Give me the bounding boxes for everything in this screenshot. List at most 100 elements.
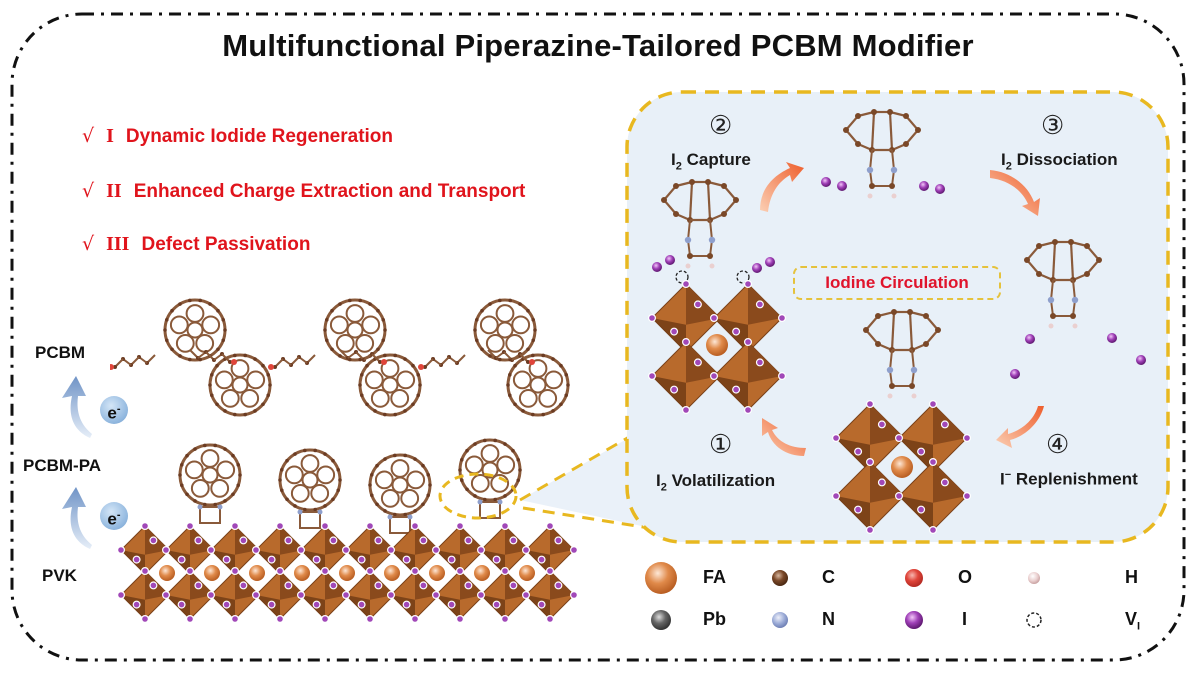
iodine-atom (1010, 369, 1020, 379)
piperazine-dissociation (1024, 239, 1102, 329)
iodide-atom (709, 372, 718, 381)
iodide-atom (276, 567, 285, 576)
legend-label-i: I (962, 609, 968, 629)
iodide-atom (670, 385, 679, 394)
fa-cation (159, 565, 175, 581)
iodide-atom (928, 525, 937, 534)
iodide-atom (755, 358, 764, 367)
iodide-vacancy (736, 270, 750, 284)
iodide-atom (940, 420, 949, 429)
iodide-atom (447, 600, 456, 609)
iodide-atom (321, 567, 330, 576)
iodide-atom (492, 555, 501, 564)
iodide-atom (402, 555, 411, 564)
legend-label-fa: FA (703, 567, 727, 587)
iodide-atom (732, 385, 741, 394)
iodide-atom (411, 567, 420, 576)
iodide-atom (239, 536, 248, 545)
iodide-atom (877, 420, 886, 429)
iodine-atom (665, 255, 675, 265)
iodide-atom (297, 591, 306, 600)
i2-molecule (837, 181, 847, 191)
fa-cation (249, 565, 265, 581)
iodide-atom (546, 522, 555, 531)
roman-numeral: III (106, 233, 130, 255)
legend-oxygen-icon (905, 569, 923, 587)
iodide-atom (522, 591, 531, 600)
iodide-atom (501, 567, 510, 576)
iodide-atom (132, 555, 141, 564)
step-number-3: ③ (1041, 111, 1065, 141)
iodine-atom (1136, 355, 1146, 365)
iodide-atom (570, 591, 579, 600)
pcbm-fullerene (358, 353, 422, 417)
iodide-atom (239, 581, 248, 590)
pcbm-pa-fullerene (178, 443, 242, 507)
fa-cation (519, 565, 535, 581)
iodide-atom (267, 555, 276, 564)
i2-molecule (919, 181, 929, 191)
pvk-octahedron (206, 522, 264, 579)
iodide-atom (501, 615, 510, 624)
iodide-atom (546, 567, 555, 576)
legend-label-n: N (822, 609, 835, 629)
iodide-atom (366, 567, 375, 576)
iodide-atom (402, 600, 411, 609)
iodide-atom (894, 492, 903, 501)
iodide-atom (464, 581, 473, 590)
iodide-atom (194, 581, 203, 590)
legend-label-vi: VI (1125, 609, 1141, 633)
iodide-atom (962, 434, 971, 443)
pvk-octahedron (252, 567, 309, 624)
pvk-octahedron (522, 567, 579, 624)
iodide-atom (419, 536, 428, 545)
iodide-atom (374, 581, 383, 590)
iodide-atom (755, 300, 764, 309)
iodide-atom (222, 555, 231, 564)
perovskite-octahedron (894, 400, 971, 477)
iodide-atom (342, 546, 351, 555)
iodide-atom (312, 600, 321, 609)
iodine-circulation-label: Iodine Circulation (793, 266, 1001, 300)
pcbm-perovskite-illustration (110, 298, 579, 624)
iodide-atom (141, 567, 150, 576)
iodide-atom (831, 434, 840, 443)
iodide-atom (456, 567, 465, 576)
iodide-atom (419, 581, 428, 590)
iodide-atom (854, 447, 863, 456)
iodide-atom (928, 458, 937, 467)
iodide-atom (865, 458, 874, 467)
iodide-atom (276, 522, 285, 531)
pcbm-side-chain (189, 349, 237, 365)
iodide-atom (928, 400, 937, 409)
piperazine-anchor (197, 504, 223, 524)
iodide-atom (149, 581, 158, 590)
iodide-atom (297, 546, 306, 555)
iodide-atom (477, 591, 486, 600)
pcbm-side-chain (339, 349, 387, 365)
i2-molecule (935, 184, 945, 194)
pcbm-side-chain (110, 354, 156, 370)
iodine-atom (1025, 334, 1035, 344)
iodide-atom (161, 546, 170, 555)
arrow-icon-to-capture (760, 162, 804, 212)
perovskite-octahedron (647, 280, 724, 357)
check-icon: √ (82, 125, 95, 147)
iodide-atom (537, 600, 546, 609)
fa-cation (474, 565, 490, 581)
legend-label-h: H (1125, 567, 1138, 587)
iodide-atom (321, 615, 330, 624)
iodide-atom (374, 536, 383, 545)
arrow-icon-to-dissociation (990, 170, 1040, 216)
piperazine-volatilization (661, 179, 739, 269)
iodide-atom (570, 546, 579, 555)
iodide-atom (411, 522, 420, 531)
iodide-atom (522, 546, 531, 555)
perovskite-octahedron (894, 458, 971, 534)
pvk-octahedron (387, 522, 444, 579)
iodide-atom (447, 555, 456, 564)
iodide-atom (411, 615, 420, 624)
